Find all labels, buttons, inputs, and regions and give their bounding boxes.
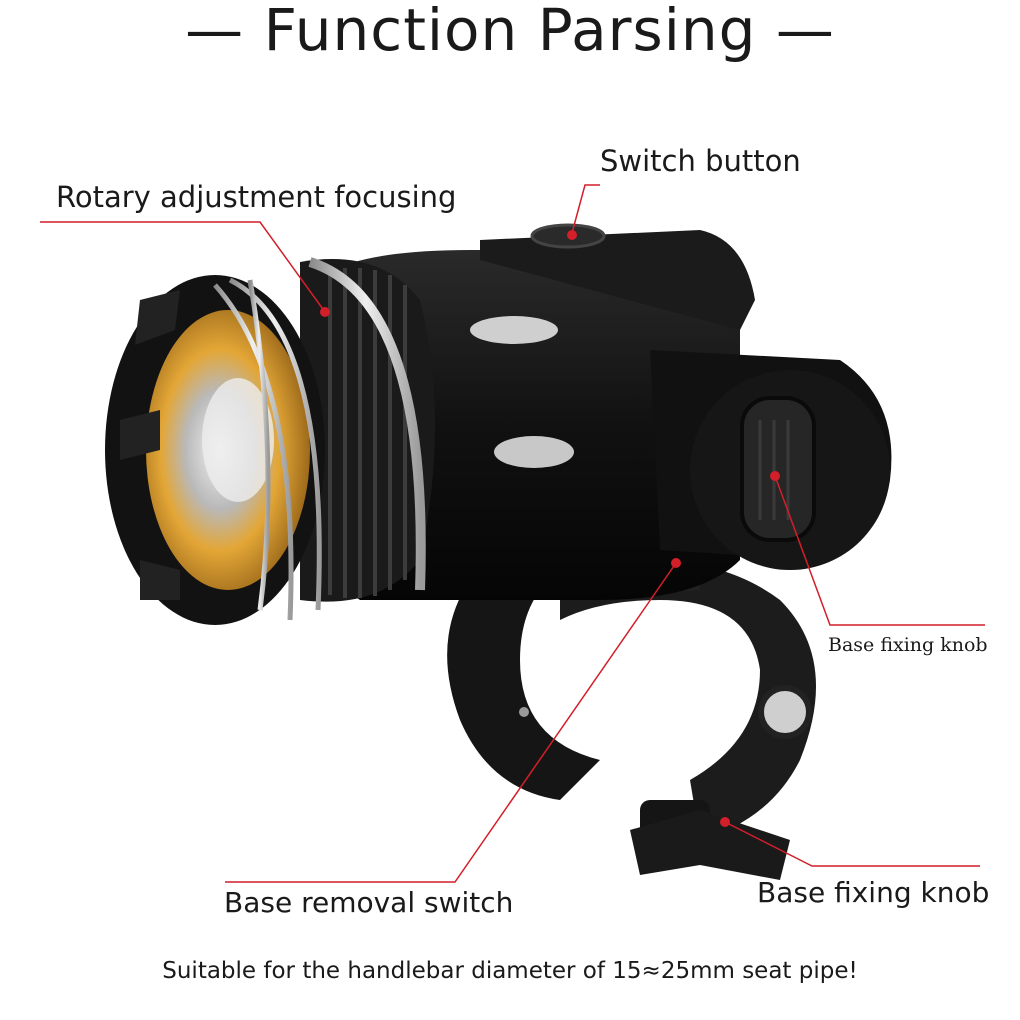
leader-lines [40,184,985,883]
light-head [105,275,325,625]
label-base-fixing-knob-lower: Base fixing knob [757,876,990,909]
focus-ring [300,257,435,602]
removal-marker-icon [671,558,681,568]
label-switch-button: Switch button [600,144,801,178]
switch-marker-icon [567,230,577,240]
label-base-fixing-knob-upper: Base fixing knob [828,634,988,656]
label-base-removal-switch: Base removal switch [224,886,514,919]
base-knob-bottom-marker-icon [720,817,730,827]
compatibility-note: Suitable for the handlebar diameter of 1… [162,958,858,984]
page-title: — Function Parsing — [185,0,835,64]
base-knob-marker-icon [770,471,780,481]
rotary-marker-icon [320,307,330,317]
label-rotary-adjustment: Rotary adjustment focusing [56,180,457,214]
